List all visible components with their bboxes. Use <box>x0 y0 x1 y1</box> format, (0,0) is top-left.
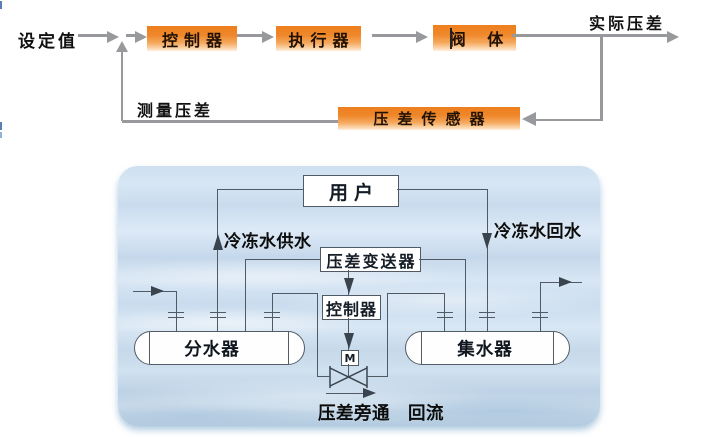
pipe-line <box>326 393 364 395</box>
connector-line <box>126 34 136 37</box>
arrow-right-icon <box>416 31 428 43</box>
connector-line <box>237 34 263 37</box>
setpoint-label: 设定值 <box>18 32 78 52</box>
flange-icon <box>168 311 184 313</box>
flange-icon <box>436 316 453 318</box>
sensing-line <box>245 259 320 261</box>
transmitter-box: 压差变送器 <box>320 247 421 272</box>
flange-icon <box>479 316 495 318</box>
feedback-line <box>120 50 123 121</box>
connector-line <box>78 34 108 37</box>
pipe-line <box>175 291 177 331</box>
scan-artifact <box>0 122 2 130</box>
flange-icon <box>532 316 548 318</box>
collector-label: 集水器 <box>457 339 513 360</box>
flow-arrow-right-icon <box>151 286 164 296</box>
controller-block: 控制器 <box>147 26 237 51</box>
flange-icon <box>264 316 280 318</box>
pipe-line <box>348 364 350 377</box>
tank-cap-line <box>421 332 423 364</box>
sensor-block: 压差传感器 <box>338 107 520 130</box>
flange-icon <box>264 311 280 313</box>
flow-arrow-right-icon <box>559 277 572 287</box>
collector-tank: 集水器 <box>405 331 570 365</box>
flange-icon <box>209 311 226 313</box>
distributor-tank: 分水器 <box>134 331 305 365</box>
feedback-line <box>122 120 338 123</box>
flange-icon <box>479 311 495 313</box>
tank-cap-line <box>149 332 151 364</box>
pipe-line <box>486 189 488 331</box>
tank-cap-line <box>553 332 555 364</box>
flow-arrow-up-icon <box>212 234 223 250</box>
pipe-line <box>386 293 388 377</box>
tank-cap-line <box>288 332 290 364</box>
arrow-right-icon <box>107 31 119 43</box>
actual-pressure-label: 实际压差 <box>589 14 666 33</box>
sensing-line <box>465 259 467 331</box>
pipe-line <box>217 189 303 191</box>
connector-line <box>512 34 668 37</box>
feedback-line <box>600 36 603 120</box>
pipe-line <box>386 293 445 295</box>
arrow-right-icon <box>262 31 274 43</box>
feedback-line <box>536 118 603 121</box>
signal-arrow-down-icon <box>343 333 354 349</box>
bypass-valve-icon <box>329 366 368 388</box>
arrow-up-icon <box>116 41 128 52</box>
scan-artifact <box>0 132 2 138</box>
connector-line <box>372 34 417 37</box>
flow-arrow-right-icon <box>363 388 376 398</box>
arrow-right-icon <box>667 31 679 43</box>
sensing-line <box>419 259 465 261</box>
sensing-line <box>245 259 247 331</box>
supply-water-label: 冷冻水供水 <box>224 232 312 252</box>
pipe-line <box>217 189 219 331</box>
controller-box: 控制器 <box>322 295 381 320</box>
flange-icon <box>168 316 184 318</box>
flange-icon <box>436 311 453 313</box>
text-cursor-artifact <box>450 28 452 49</box>
pipe-line <box>316 293 318 377</box>
pipe-line <box>271 293 318 295</box>
bypass-label: 压差旁通 回流 <box>318 404 444 424</box>
measured-pressure-label: 测量压差 <box>137 101 214 120</box>
pipe-line <box>397 189 488 191</box>
scan-artifact <box>0 1 2 9</box>
flange-icon <box>209 316 226 318</box>
arrow-right-icon <box>135 31 147 43</box>
actuator-block: 执行器 <box>276 26 361 51</box>
flow-arrow-down-icon <box>482 233 492 249</box>
signal-arrow-down-icon <box>343 278 354 294</box>
motor-box: M <box>341 350 359 366</box>
pipe-line <box>367 376 387 378</box>
valve-block: 阀 体 <box>433 25 516 51</box>
hydraulic-schematic-panel: 用户 冷冻水供水 冷冻水回水 压差变送器 控制器 M <box>118 166 600 426</box>
pipe-line <box>318 376 330 378</box>
return-water-label: 冷冻水回水 <box>494 222 582 242</box>
distributor-label: 分水器 <box>184 339 240 360</box>
pipe-line <box>540 282 542 331</box>
flange-icon <box>532 311 548 313</box>
arrow-left-icon <box>522 112 536 126</box>
user-box: 用户 <box>303 175 399 207</box>
